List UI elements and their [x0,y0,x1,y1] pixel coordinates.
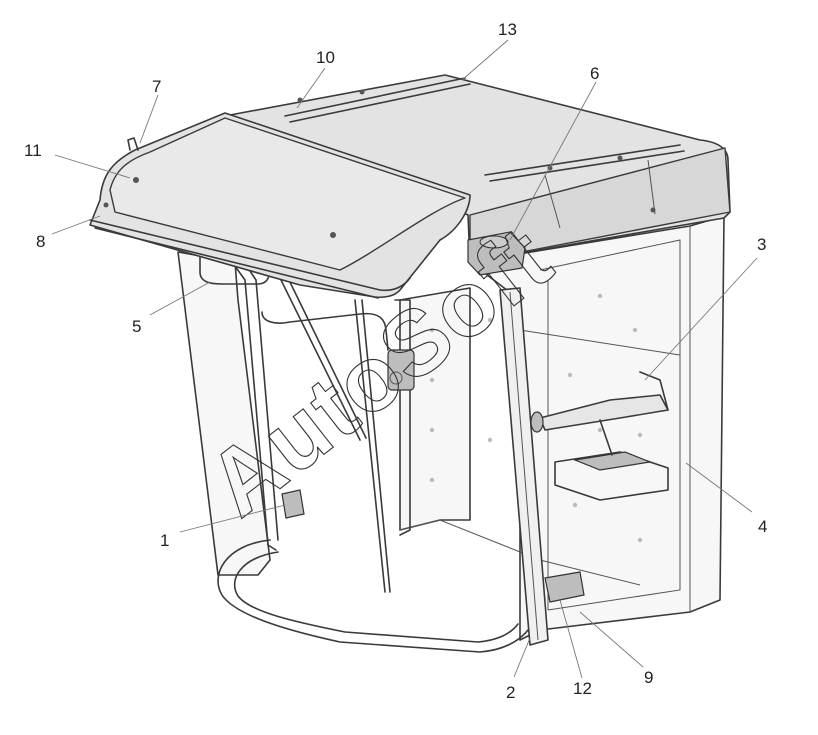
callout-9: 9 [644,668,653,687]
latch-plate-1 [281,489,305,519]
floor-frame [217,519,641,653]
rear-back-wall [399,287,471,531]
callout-8: 8 [36,232,45,251]
callout-4: 4 [758,517,767,536]
callout-7: 7 [152,77,161,96]
seat-and-pedals [530,371,669,501]
leader-lines [51,39,758,679]
callout-11: 11 [24,141,42,160]
callout-13: 13 [498,20,517,39]
hinge-12 [544,571,585,603]
callout-2: 2 [506,683,515,702]
callout-6: 6 [590,64,599,83]
support-strut [279,275,391,593]
callout-12: 12 [573,679,592,698]
callout-3: 3 [757,235,766,254]
callout-labels: 1 2 3 4 5 6 7 8 9 10 11 12 13 [24,20,767,702]
callout-5: 5 [132,317,141,336]
callout-1: 1 [160,531,169,550]
roof-fitting-6 [467,231,526,276]
roof-8 [89,74,731,299]
lock-bracket [387,349,415,391]
wall-rivets [429,293,643,543]
callout-10: 10 [316,48,335,67]
